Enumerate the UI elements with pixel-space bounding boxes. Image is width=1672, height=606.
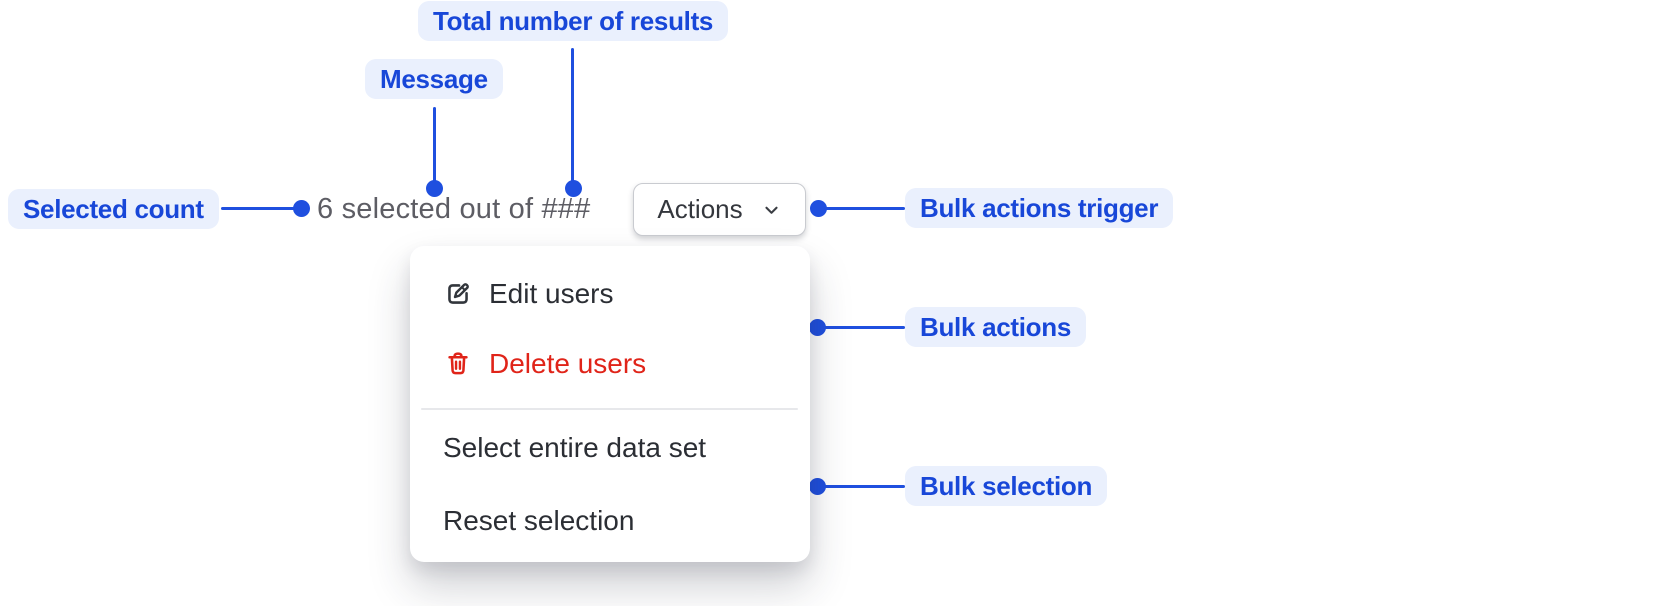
bulk-actions-trigger-label: Actions [657,194,743,224]
annotation-total-number-of-results: Total number of results [418,1,729,41]
connector-dot-total-results [565,180,582,197]
menu-item-reset-selection[interactable]: Reset selection [410,494,810,548]
bulk-actions-trigger-button[interactable]: Actions [633,183,806,236]
bulk-actions-menu: Edit users Delete users Select entire da… [410,246,810,562]
annotation-bulk-actions: Bulk actions [905,307,1086,347]
connector-dot-message [426,180,443,197]
trash-icon [443,349,473,379]
annotation-bulk-actions-trigger: Bulk actions trigger [905,188,1174,228]
annotation-selected-count: Selected count [8,189,219,229]
chevron-down-icon [761,200,782,221]
menu-divider [421,408,798,410]
annotation-message: Message [365,59,503,99]
connector-line-bulk-actions-trigger [824,207,905,210]
connector-line-bulk-selection [823,485,905,488]
menu-item-delete-users[interactable]: Delete users [410,337,810,391]
connector-line-total-results [571,48,574,182]
menu-item-label: Delete users [489,348,647,379]
connector-dot-bulk-selection [809,478,826,495]
connector-dot-bulk-actions [809,319,826,336]
menu-item-label: Reset selection [443,505,635,536]
connector-line-selected-count [221,207,296,210]
connector-line-bulk-actions [823,326,905,329]
edit-icon [443,279,473,309]
connector-dot-bulk-actions-trigger [810,200,827,217]
connector-line-message [433,107,436,182]
menu-item-label: Edit users [489,278,614,309]
annotation-bulk-selection: Bulk selection [905,466,1108,506]
connector-dot-selected-count [293,200,310,217]
menu-item-edit-users[interactable]: Edit users [410,267,810,321]
menu-item-select-entire-data-set[interactable]: Select entire data set [410,421,810,475]
selected-count-message: 6 selected out of ### [317,193,591,225]
menu-item-label: Select entire data set [443,432,707,463]
